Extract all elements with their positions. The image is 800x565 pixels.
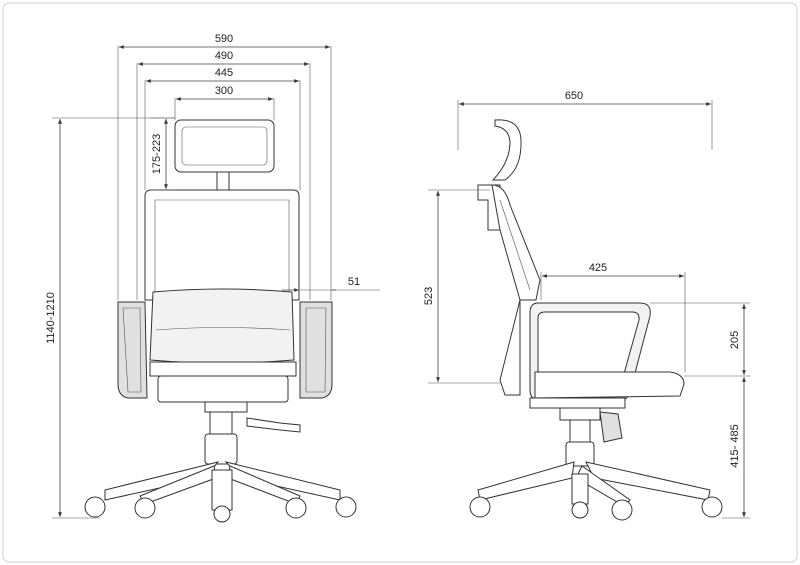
dim-label-490: 490 — [215, 50, 233, 62]
seat-mechanism — [157, 375, 289, 403]
dim-label-590: 590 — [215, 33, 233, 45]
front-dimensions: 590 490 445 300 175-223 1140-1210 51 — [45, 33, 380, 519]
side-caster-2 — [571, 501, 589, 519]
seat-cushion — [149, 288, 295, 364]
side-backrest — [491, 184, 541, 301]
gas-cylinder-top — [209, 411, 233, 435]
dim-label-523: 523 — [423, 287, 435, 305]
caster-1 — [84, 496, 106, 518]
side-base-leg-1 — [477, 461, 575, 501]
left-armrest — [117, 301, 148, 399]
height-lever — [246, 417, 301, 433]
side-mechanism — [529, 397, 626, 409]
front-view-chair — [84, 119, 357, 523]
dim-label-205: 205 — [729, 331, 741, 349]
side-gas-cylinder — [565, 441, 595, 467]
dim-label-175-223: 175-223 — [151, 134, 163, 174]
gas-cylinder — [204, 433, 238, 465]
dim-label-425: 425 — [589, 262, 607, 274]
side-caster-1 — [469, 496, 491, 518]
dim-label-650: 650 — [565, 90, 583, 102]
right-armrest — [299, 301, 333, 399]
backrest — [144, 189, 300, 301]
side-view-chair — [469, 119, 723, 521]
headrest — [174, 119, 275, 173]
dim-label-51: 51 — [348, 276, 360, 288]
dim-label-300: 300 — [215, 85, 233, 97]
caster-5 — [335, 496, 357, 518]
dim-label-445: 445 — [215, 67, 233, 79]
side-seat — [534, 371, 685, 399]
caster-2 — [134, 497, 156, 519]
seat-base — [149, 361, 297, 377]
caster-3 — [213, 505, 231, 523]
side-headrest — [491, 119, 522, 181]
dim-label-415-485: 415- 485 — [729, 424, 741, 467]
base-leg-5 — [211, 469, 233, 511]
caster-4 — [285, 497, 307, 519]
side-lever — [599, 411, 623, 443]
dim-label-1140-1210: 1140-1210 — [45, 292, 57, 344]
side-caster-4 — [701, 496, 723, 518]
side-caster-3 — [611, 499, 633, 521]
side-dimensions: 650 523 425 205 415- 485 — [423, 90, 750, 519]
